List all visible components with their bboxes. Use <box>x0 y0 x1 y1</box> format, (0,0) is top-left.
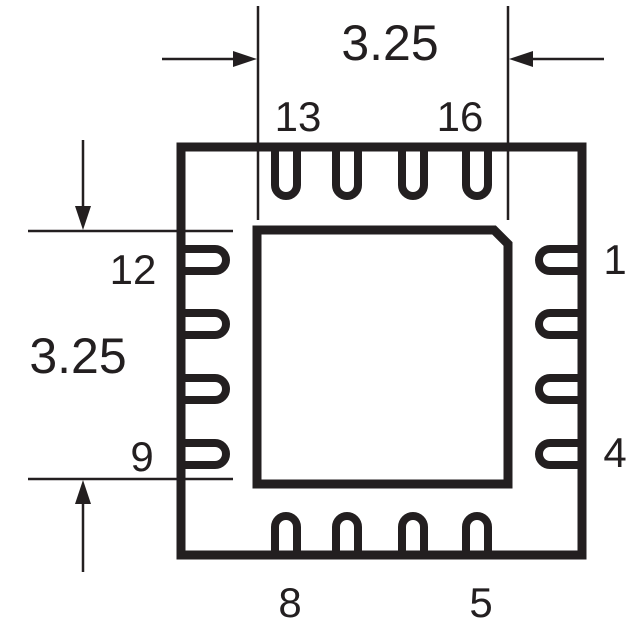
height-dimension-label: 3.25 <box>29 328 126 384</box>
pin-label-12: 12 <box>110 246 157 293</box>
pin-label-8: 8 <box>278 579 301 626</box>
width-dimension-label: 3.25 <box>341 15 438 71</box>
pad-9 <box>181 439 230 469</box>
pad-6 <box>398 512 428 555</box>
pad-16 <box>462 147 492 200</box>
pad-2 <box>535 309 582 339</box>
width-dimension <box>162 6 604 220</box>
pin-label-13: 13 <box>275 93 322 140</box>
width-arrow-right-head <box>509 51 533 67</box>
pad-1 <box>535 245 582 275</box>
pad-7 <box>332 512 362 555</box>
pin-label-16: 16 <box>437 93 484 140</box>
pin-label-1: 1 <box>603 236 626 283</box>
pad-5 <box>462 512 492 555</box>
pad-4 <box>535 439 582 469</box>
pad-13 <box>271 147 301 200</box>
bottom-pads <box>271 512 492 555</box>
height-dimension <box>28 140 233 572</box>
top-pads <box>271 147 492 200</box>
pad-11 <box>181 309 230 339</box>
pin-label-9: 9 <box>130 433 153 480</box>
height-arrow-bottom-head <box>75 480 91 504</box>
right-pads <box>535 245 582 469</box>
package-outline <box>176 142 587 560</box>
pad-15 <box>398 147 428 200</box>
pad-12 <box>181 245 230 275</box>
pad-14 <box>332 147 362 200</box>
exposed-pad <box>252 225 513 489</box>
width-arrow-left-head <box>233 51 257 67</box>
pin-label-4: 4 <box>603 429 626 476</box>
left-pads <box>181 245 230 469</box>
height-arrow-top-head <box>75 206 91 230</box>
pad-3 <box>535 374 582 404</box>
pad-8 <box>271 512 301 555</box>
pin-label-5: 5 <box>469 579 492 626</box>
pad-10 <box>181 374 230 404</box>
